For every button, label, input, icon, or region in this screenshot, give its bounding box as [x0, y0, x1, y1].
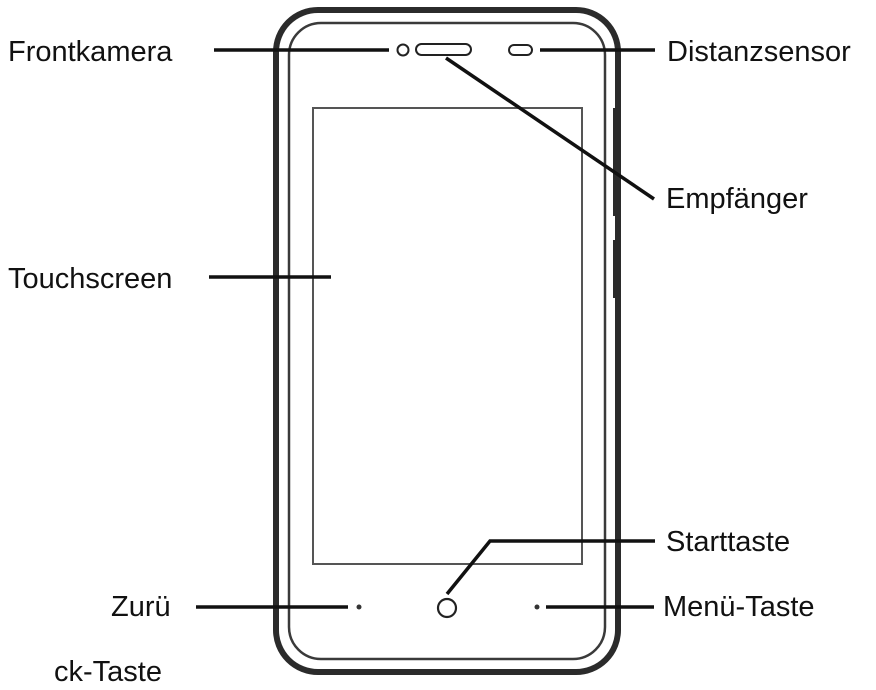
label-back-key-line2: ck-Taste: [54, 656, 162, 688]
label-home-key: Starttaste: [666, 526, 790, 558]
power-key: [613, 240, 619, 298]
leader-lines: [196, 48, 655, 609]
phone-inner-bezel: [287, 21, 607, 661]
front-camera-lens: [396, 43, 410, 57]
leader-receiver: [445, 56, 655, 201]
callout-labels: Frontkamera Distanzsensor Empfänger Touc…: [8, 36, 851, 688]
label-back-key-line1: Zurü: [111, 591, 171, 623]
label-distance-sensor: Distanzsensor: [667, 36, 851, 68]
distance-sensor-slot: [508, 44, 533, 56]
label-receiver: Empfänger: [666, 183, 808, 215]
home-key-ring: [436, 597, 458, 619]
touchscreen-area: [312, 107, 583, 565]
leader-home-key: [445, 539, 655, 596]
label-menu-key: Menü-Taste: [663, 591, 815, 623]
menu-key-dot: [534, 604, 540, 610]
receiver-slot: [415, 43, 472, 56]
volume-key: [613, 108, 619, 216]
label-front-camera: Frontkamera: [8, 36, 173, 68]
label-touchscreen: Touchscreen: [8, 263, 172, 295]
back-key-dot: [356, 604, 362, 610]
